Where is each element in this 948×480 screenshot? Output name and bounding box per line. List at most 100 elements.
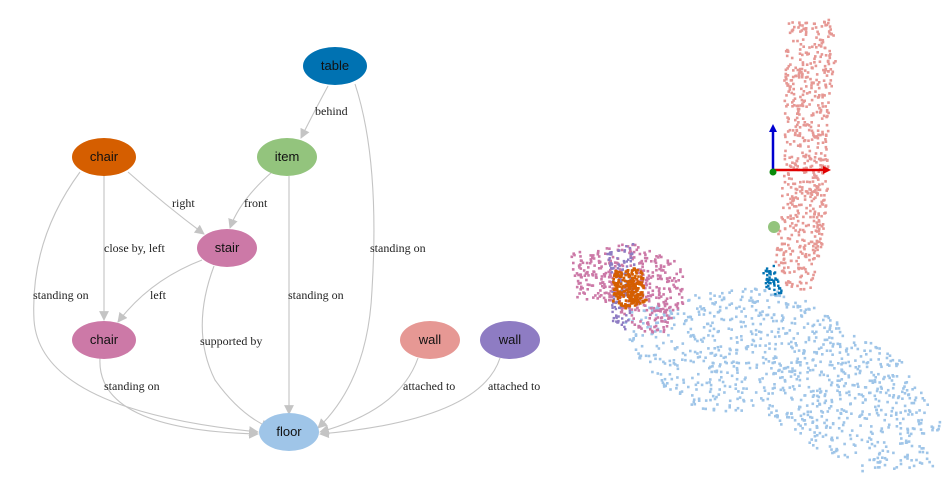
cloud-point: [899, 442, 902, 445]
cloud-point: [887, 374, 890, 378]
cloud-point: [625, 265, 629, 268]
cloud-point: [709, 398, 712, 402]
cloud-point: [813, 434, 817, 438]
cloud-point: [611, 310, 614, 314]
cloud-point: [621, 321, 625, 324]
cloud-point: [790, 177, 793, 181]
cloud-point: [774, 277, 777, 280]
cloud-point: [716, 345, 720, 349]
cloud-point: [616, 272, 620, 275]
node-table-shape: [303, 47, 367, 85]
cloud-point: [824, 54, 828, 57]
cloud-point: [885, 356, 889, 360]
cloud-point: [809, 410, 812, 414]
cloud-point: [769, 273, 772, 276]
cloud-point: [805, 63, 809, 66]
cloud-point: [819, 245, 823, 249]
cloud-point: [642, 322, 645, 325]
cloud-point: [790, 195, 794, 198]
cloud-point: [785, 163, 789, 166]
cloud-point: [603, 275, 607, 278]
cloud-point: [620, 281, 623, 284]
cloud-point: [895, 425, 899, 428]
cloud-point: [787, 173, 790, 176]
cloud-point: [585, 278, 588, 282]
cloud-point: [778, 335, 781, 338]
cloud-point: [804, 224, 808, 228]
cloud-point: [824, 133, 828, 137]
cloud-point: [926, 403, 929, 406]
cloud-point: [609, 289, 613, 293]
cloud-point: [824, 204, 828, 207]
cloud-point: [617, 319, 620, 323]
cloud-point: [806, 322, 810, 325]
cloud-point: [809, 165, 812, 169]
cloud-point: [765, 285, 768, 289]
cloud-point: [798, 405, 802, 409]
cloud-point: [640, 269, 644, 273]
cloud-point: [801, 102, 804, 106]
cloud-point: [725, 306, 728, 310]
cloud-point: [866, 440, 869, 443]
cloud-point: [823, 338, 827, 342]
cloud-point: [730, 361, 734, 365]
cloud-point: [628, 338, 632, 341]
cloud-point: [843, 372, 847, 375]
cloud-point: [816, 142, 820, 145]
cloud-point: [783, 79, 786, 82]
cloud-point: [800, 98, 804, 102]
cloud-point: [792, 140, 796, 143]
cloud-point: [794, 125, 798, 128]
cloud-point: [753, 301, 756, 304]
node-stair-label: stair: [215, 240, 240, 255]
cloud-point: [735, 366, 739, 370]
cloud-point: [612, 281, 616, 285]
cloud-point: [822, 79, 826, 82]
cloud-point: [792, 39, 795, 43]
cloud-point: [621, 317, 624, 320]
cloud-point: [783, 266, 786, 270]
cloud-point: [895, 375, 899, 378]
cloud-point: [824, 68, 827, 72]
cloud-point: [631, 298, 635, 301]
cloud-point: [667, 279, 671, 283]
cloud-point: [601, 284, 604, 288]
cloud-point: [635, 278, 639, 281]
cloud-point: [641, 277, 644, 281]
cloud-point: [642, 273, 645, 277]
cloud-point: [608, 247, 611, 250]
cloud-point: [617, 301, 621, 305]
cloud-point: [662, 360, 665, 364]
cloud-point: [600, 265, 603, 268]
edge-label-close-by-left: close by, left: [104, 241, 166, 255]
cloud-point: [642, 303, 646, 307]
cloud-point: [673, 259, 676, 263]
cloud-point: [837, 362, 840, 365]
cloud-point: [780, 289, 783, 292]
cloud-point: [740, 380, 744, 384]
cloud-point: [823, 154, 827, 157]
cloud-point: [624, 279, 627, 283]
cloud-point: [923, 411, 926, 415]
cloud-point: [907, 413, 910, 416]
cloud-point: [622, 286, 626, 290]
cloud-point: [754, 333, 758, 336]
cloud-point: [713, 370, 717, 373]
cloud-point: [714, 301, 717, 304]
cloud-point: [615, 294, 618, 298]
cloud-point: [807, 154, 811, 158]
cloud-point: [815, 73, 819, 76]
cloud-point: [798, 134, 802, 138]
cloud-point: [891, 386, 895, 390]
cloud-point: [656, 274, 660, 277]
cloud-point: [816, 245, 820, 248]
cloud-point: [807, 307, 810, 311]
cloud-point: [925, 451, 929, 455]
cloud-point: [908, 434, 911, 438]
cloud-point: [637, 326, 640, 329]
cloud-point: [740, 325, 743, 329]
cloud-point: [797, 76, 801, 79]
cloud-point: [905, 381, 909, 384]
cloud-point: [817, 347, 821, 351]
cloud-point: [649, 294, 653, 298]
